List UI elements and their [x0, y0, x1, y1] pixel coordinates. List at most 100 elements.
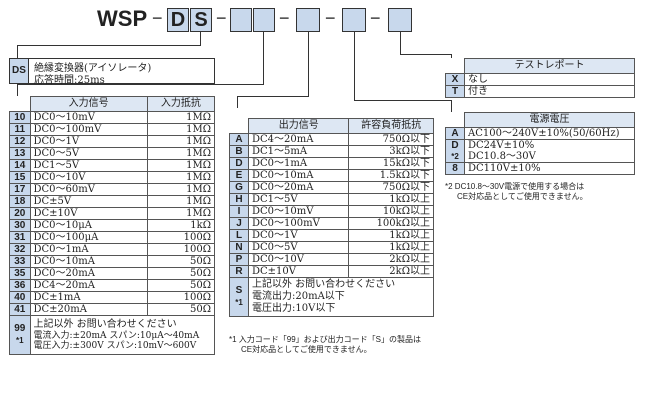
- power-text: AC100〜240V±10%(50/60Hz): [464, 127, 635, 140]
- input-resistance: 1MΩ: [146, 183, 216, 196]
- output-signal: DC0〜10mA: [247, 169, 350, 182]
- ds-code: DS: [10, 59, 29, 83]
- report-header: テストレポート: [464, 58, 635, 74]
- input-signal: DC0〜10μA: [29, 219, 148, 232]
- input-signal: DC±20mA: [29, 303, 148, 316]
- input-resistance: 1MΩ: [146, 135, 216, 148]
- output-resistance: 1kΩ以上: [348, 193, 434, 206]
- input-signal: DC0〜1mA: [29, 243, 148, 256]
- input-resistance: 50Ω: [146, 303, 216, 316]
- report-row: X なし: [445, 73, 635, 86]
- input-signal: DC0〜100μA: [29, 231, 148, 244]
- output-code: E: [229, 169, 249, 182]
- input-signal: DC1〜5V: [29, 159, 148, 172]
- code-box-d: D: [167, 8, 189, 32]
- input-code: 11: [9, 123, 31, 136]
- input-resistance: 1MΩ: [146, 123, 216, 136]
- output-signal: DC4〜20mA: [247, 133, 350, 146]
- connector: [237, 96, 309, 97]
- output-signal: DC0〜20mA: [247, 181, 350, 194]
- output-resistance: 1.5kΩ以下: [348, 169, 434, 182]
- input-code-box-1: [230, 8, 252, 32]
- connector: [237, 96, 238, 108]
- report-code: X: [445, 73, 465, 86]
- output-signal: DC1〜5V: [247, 193, 350, 206]
- input-signal: DC0〜10mV: [29, 111, 148, 124]
- input-resistance: 50Ω: [146, 279, 216, 292]
- input-code: 30: [9, 219, 31, 232]
- output-footnote: *1 入力コード「99」および出力コード「S」の製品は CE対応品としてご使用で…: [229, 335, 422, 354]
- output-code: N: [229, 241, 249, 254]
- connector: [263, 32, 264, 84]
- connector: [308, 32, 309, 96]
- power-code: D*2: [445, 139, 465, 163]
- connector: [451, 54, 452, 58]
- input-signal: DC0〜100mV: [29, 123, 148, 136]
- output-resistance: 2kΩ以上: [348, 265, 434, 278]
- output-code: G: [229, 181, 249, 194]
- input-code: 14: [9, 159, 31, 172]
- output-code-box: [296, 8, 320, 32]
- output-signal: DC0〜1mA: [247, 157, 350, 170]
- power-supply-table: 電源電圧 A AC100〜240V±10%(50/60Hz) D*2 DC24V…: [445, 112, 635, 175]
- input-code: 12: [9, 135, 31, 148]
- connector: [451, 100, 452, 112]
- output-special-text: 上記以外 お問い合わせください 電流出力:20mA以下 電圧出力:10V以下: [248, 277, 434, 317]
- power-header: 電源電圧: [464, 112, 635, 128]
- input-code: 32: [9, 243, 31, 256]
- input-resistance: 1MΩ: [146, 111, 216, 124]
- input-header-resistance: 入力抵抗: [146, 96, 216, 112]
- output-signal: DC1〜5mA: [247, 145, 350, 158]
- output-code: A: [229, 133, 249, 146]
- input-code: 15: [9, 171, 31, 184]
- model-prefix: WSP: [97, 6, 148, 31]
- output-special-row: S*1 上記以外 お問い合わせください 電流出力:20mA以下 電圧出力:10V…: [229, 277, 434, 317]
- ds-description-box: DS 絶縁変換器(アイソレータ) 応答時間:25ms: [9, 58, 215, 86]
- input-signal: DC±10V: [29, 207, 148, 220]
- report-header-spacer: [445, 58, 465, 74]
- output-resistance: 1kΩ以上: [348, 241, 434, 254]
- input-code-box-2: [253, 8, 275, 32]
- connector: [354, 100, 452, 101]
- input-header-signal: 入力信号: [29, 96, 148, 112]
- output-header-signal: 出力信号: [247, 118, 350, 134]
- input-resistance: 50Ω: [146, 255, 216, 268]
- power-header-spacer: [445, 112, 465, 128]
- output-code: P: [229, 253, 249, 266]
- input-resistance: 1kΩ: [146, 219, 216, 232]
- output-signal: DC±10V: [247, 265, 350, 278]
- output-resistance: 3kΩ以下: [348, 145, 434, 158]
- output-signal: DC0〜10V: [247, 253, 350, 266]
- input-signal: DC0〜10mA: [29, 255, 148, 268]
- input-resistance: 1MΩ: [146, 147, 216, 160]
- input-signal: DC0〜20mA: [29, 267, 148, 280]
- report-code-box: [388, 8, 412, 32]
- input-resistance: 1MΩ: [146, 195, 216, 208]
- input-code: 33: [9, 255, 31, 268]
- input-resistance: 100Ω: [146, 291, 216, 304]
- output-code: H: [229, 193, 249, 206]
- dash: −: [325, 8, 336, 28]
- report-text: 付き: [464, 85, 635, 98]
- connector: [17, 45, 18, 58]
